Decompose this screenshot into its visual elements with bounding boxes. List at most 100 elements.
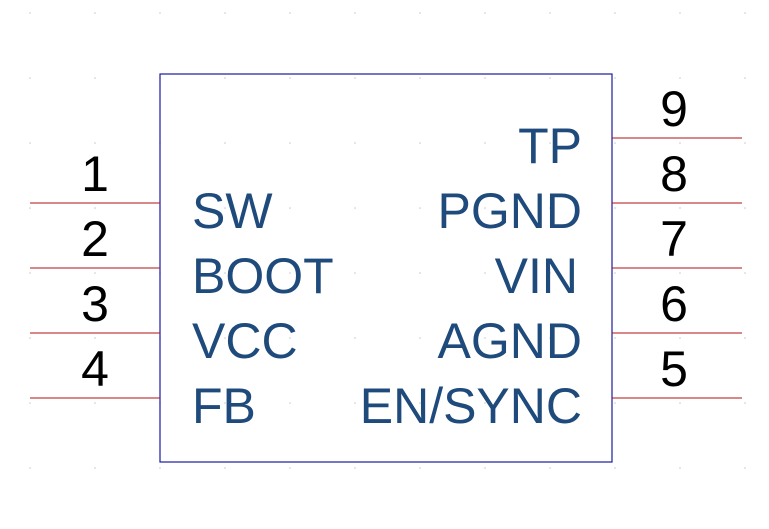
right-pin-8[interactable]: 8 PGND [438,146,742,239]
grid-dot [679,337,681,339]
grid-dot [289,272,291,274]
right-pin-9[interactable]: 9 TP [518,81,742,174]
grid-dot [289,402,291,404]
left-pin-2[interactable]: 2 BOOT [30,211,334,304]
grid-dot [679,12,681,14]
grid-dot [744,207,746,209]
grid-dot [549,77,551,79]
grid-dot [289,77,291,79]
grid-dot [224,77,226,79]
grid-dot [29,207,31,209]
right-pin-7[interactable]: 7 VIN [495,211,742,304]
pin-number: 2 [81,211,109,267]
grid-dot [549,402,551,404]
grid-dot [29,337,31,339]
grid-dot [419,142,421,144]
grid-dot [29,12,31,14]
grid-dot [744,77,746,79]
grid-dot [94,272,96,274]
grid-dot [94,337,96,339]
pin-name: EN/SYNC [360,378,582,434]
grid-dot [484,142,486,144]
grid-dot [354,337,356,339]
grid-dot [159,467,161,469]
grid-dot [289,337,291,339]
left-pin-4[interactable]: 4 FB [30,341,256,434]
grid-dot [94,12,96,14]
pin-number: 9 [660,81,688,137]
grid-dot [29,272,31,274]
left-pin-3[interactable]: 3 VCC [30,276,298,369]
pin-number: 7 [660,211,688,267]
grid-dot [614,467,616,469]
grid-dot [224,337,226,339]
grid-dot [679,272,681,274]
grid-dot [484,207,486,209]
left-pin-1[interactable]: 1 SW [30,146,273,239]
right-pin-5[interactable]: 5 EN/SYNC [360,341,742,434]
pin-number: 3 [81,276,109,332]
grid-dot [224,207,226,209]
grid-dot [614,142,616,144]
pin-name: TP [518,118,582,174]
grid-dot [679,142,681,144]
grid-dot [289,467,291,469]
grid-dot [29,467,31,469]
grid-dot [549,142,551,144]
grid-dot [549,467,551,469]
grid-dot [419,467,421,469]
grid-dot [29,142,31,144]
grid-dot [419,402,421,404]
grid-dot [679,77,681,79]
right-pin-6[interactable]: 6 AGND [438,276,742,369]
grid-dot [679,207,681,209]
grid-dots [29,12,746,469]
grid-dot [549,272,551,274]
grid-dot [354,12,356,14]
pin-number: 4 [81,341,109,397]
grid-dot [224,12,226,14]
grid-dot [744,142,746,144]
grid-dot [289,207,291,209]
grid-dot [354,402,356,404]
grid-dot [614,402,616,404]
grid-dot [354,142,356,144]
pin-name: SW [192,183,273,239]
grid-dot [614,272,616,274]
grid-dot [744,12,746,14]
grid-dot [224,272,226,274]
grid-dot [354,77,356,79]
grid-dot [484,402,486,404]
grid-dot [744,337,746,339]
grid-dot [679,402,681,404]
grid-dot [419,77,421,79]
grid-dot [484,12,486,14]
pin-name: FB [192,378,256,434]
grid-dot [94,77,96,79]
grid-dot [94,402,96,404]
grid-dot [549,12,551,14]
pin-name: AGND [438,313,582,369]
pin-name: VCC [192,313,298,369]
pin-number: 6 [660,276,688,332]
grid-dot [224,467,226,469]
grid-dot [614,207,616,209]
grid-dot [94,207,96,209]
grid-dot [354,467,356,469]
grid-dot [549,337,551,339]
grid-dot [549,207,551,209]
grid-dot [419,337,421,339]
grid-dot [744,272,746,274]
grid-dot [289,12,291,14]
grid-dot [484,272,486,274]
grid-dot [744,467,746,469]
grid-dot [94,142,96,144]
pin-number: 8 [660,146,688,202]
grid-dot [289,142,291,144]
grid-dot [354,207,356,209]
grid-dot [614,12,616,14]
grid-dot [614,337,616,339]
grid-dot [94,467,96,469]
pin-name: BOOT [192,248,334,304]
